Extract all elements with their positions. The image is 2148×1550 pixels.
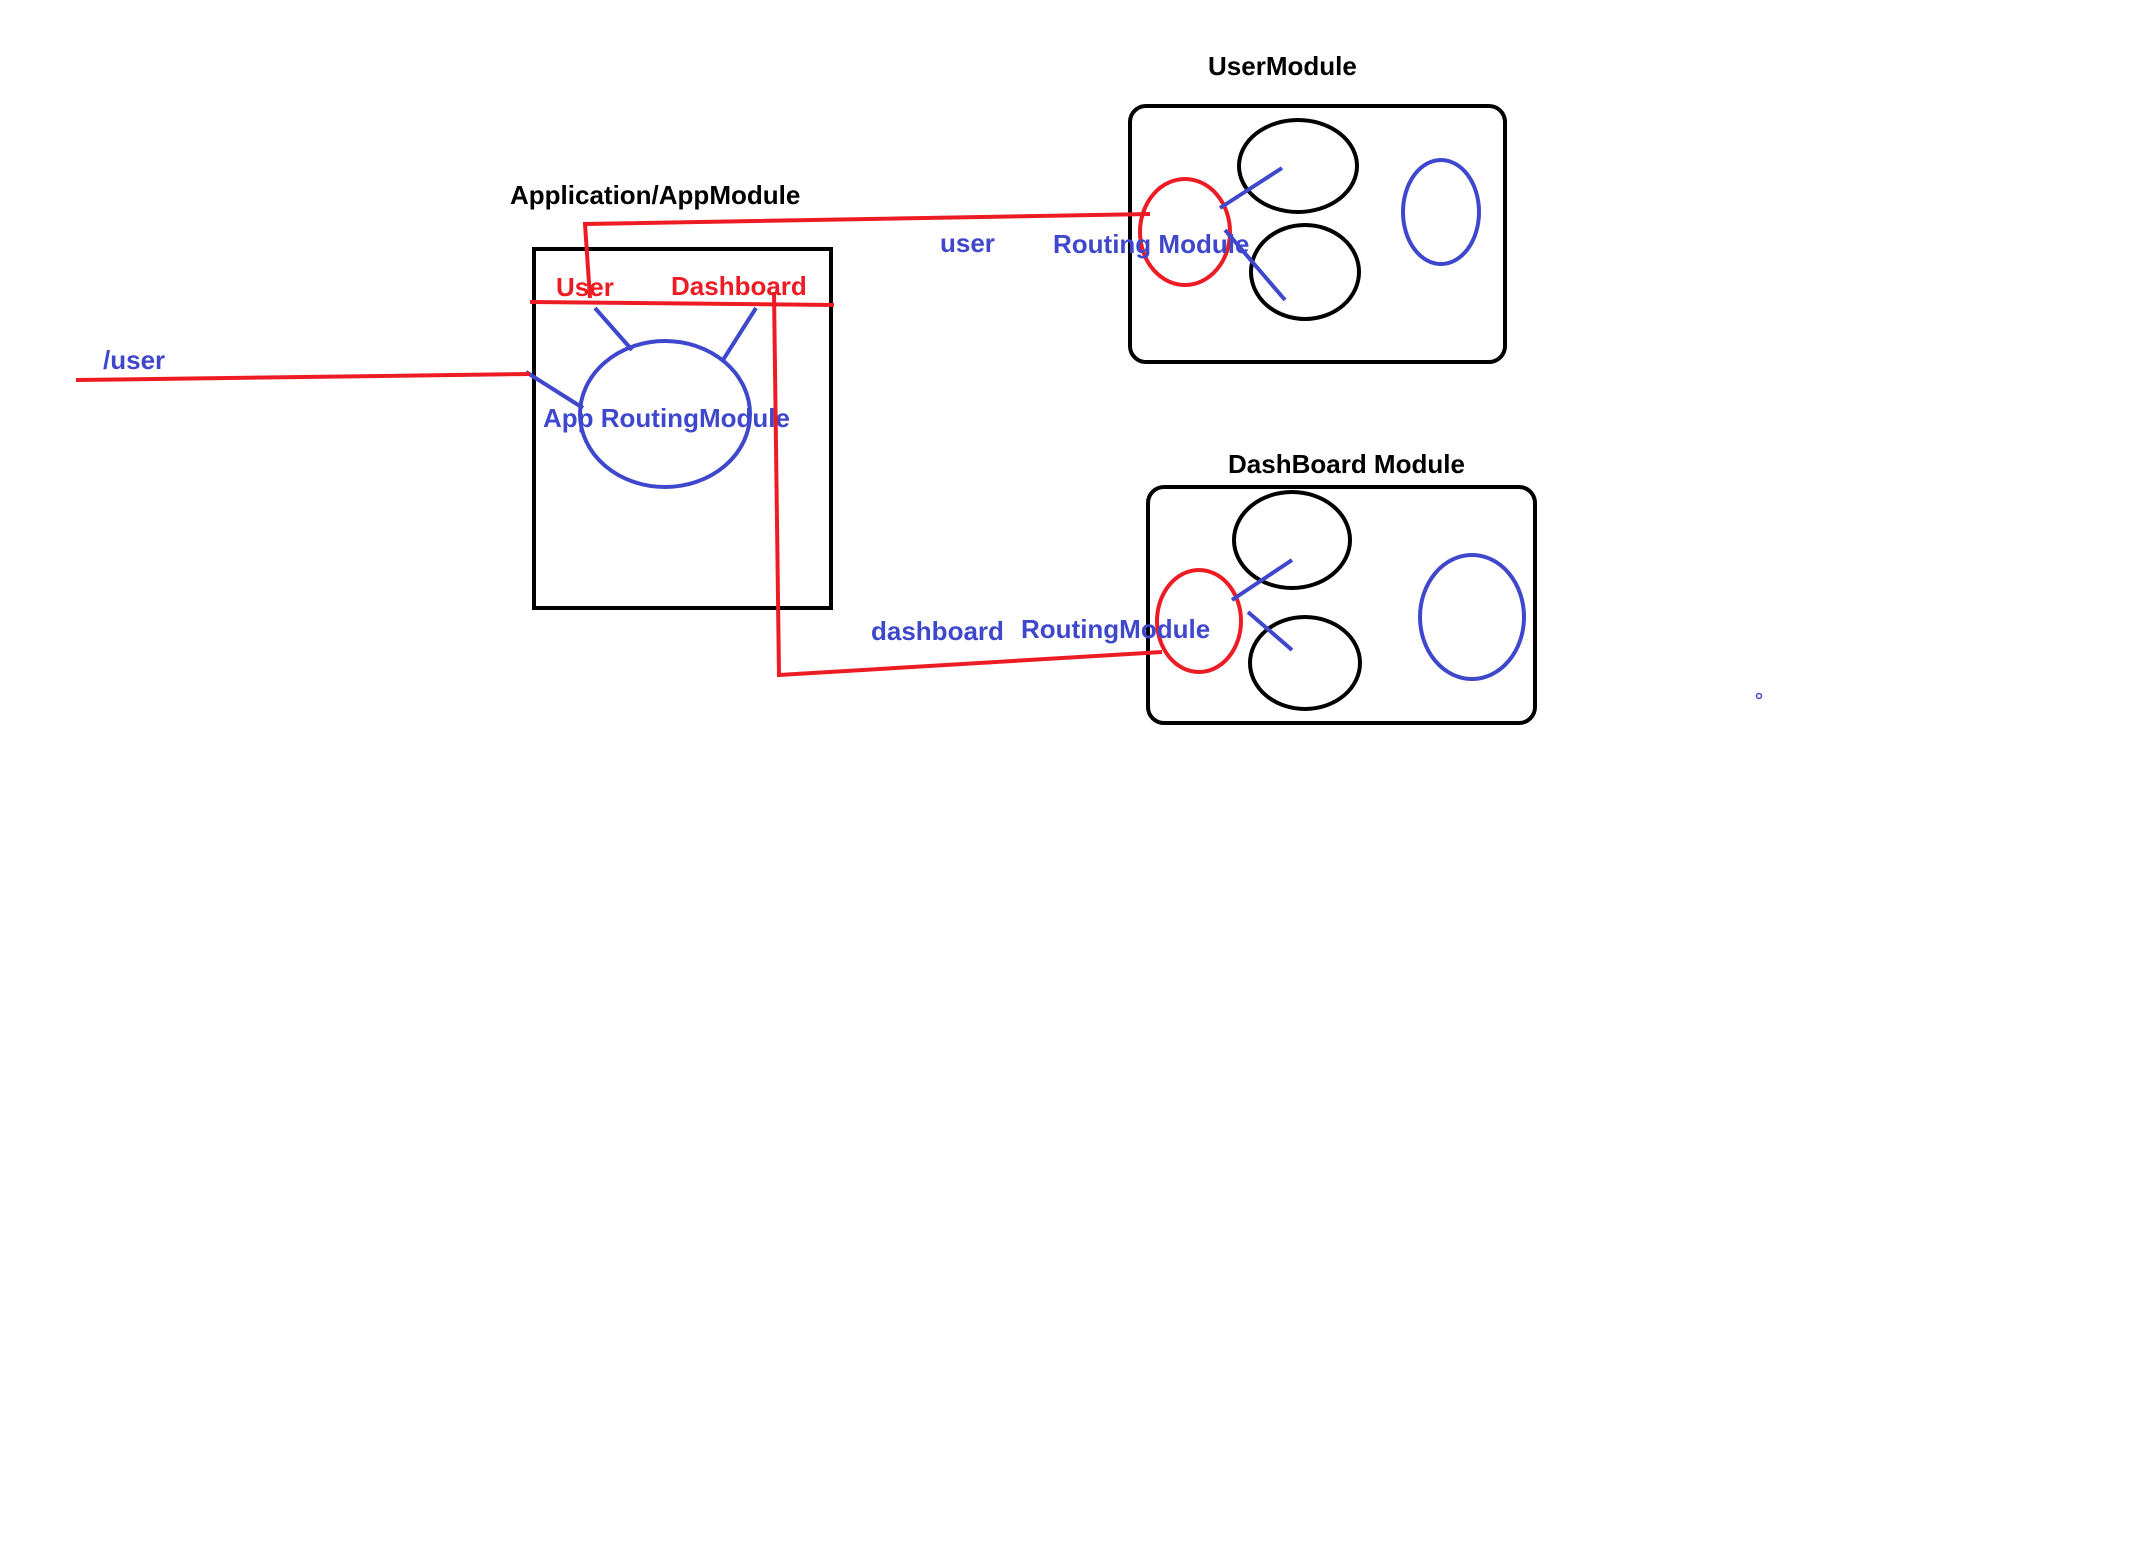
app-tab-dashboard: Dashboard (671, 271, 807, 301)
dashboard-module-box (1146, 485, 1537, 725)
user-module-box (1128, 104, 1507, 364)
route-user-line (75, 372, 531, 382)
user-module: UserModule user Routing Module (940, 51, 1507, 364)
dashboard-routing-connector-2 (1246, 610, 1294, 652)
dashboard-route-label: dashboard (871, 616, 1004, 646)
user-component-ellipse-1 (1237, 118, 1359, 214)
dashboard-service-ellipse (1418, 553, 1526, 681)
user-routing-connector-1 (1218, 166, 1284, 210)
app-module-header-divider (529, 300, 835, 307)
user-routing-module-label: Routing Module (1053, 229, 1249, 259)
app-routing-module-ellipse (578, 339, 752, 489)
app-module-box (532, 247, 833, 610)
dashboard-routing-module-ellipse (1155, 568, 1243, 674)
app-tab-user: User (556, 272, 614, 302)
connector-routing-to-user (593, 306, 634, 352)
user-route-label: user (940, 228, 995, 258)
app-module-title: Application/AppModule (510, 180, 800, 210)
user-module-title: UserModule (1208, 51, 1357, 81)
user-routing-module-ellipse (1138, 177, 1232, 287)
dashboard-module: DashBoard Module dashboard RoutingModule (871, 449, 1537, 725)
dashboard-component-ellipse-1 (1232, 490, 1352, 590)
user-component-ellipse-2 (1249, 223, 1361, 321)
dashboard-routing-connector-1 (1230, 558, 1294, 602)
app-routing-module-label: App RoutingModule (543, 403, 790, 433)
connector-routing-to-dashboard (721, 306, 758, 362)
user-service-ellipse (1401, 158, 1481, 266)
dashboard-routing-module-label: RoutingModule (1021, 614, 1210, 644)
dashboard-module-title: DashBoard Module (1228, 449, 1465, 479)
stray-dot (1755, 692, 1763, 700)
route-user-path-label: /user (103, 345, 165, 375)
dashboard-component-ellipse-2 (1248, 615, 1362, 711)
route-connector-user-module (582, 212, 1151, 299)
app-module: Application/AppModule User Dashboard App… (510, 180, 835, 610)
user-routing-connector-2 (1223, 228, 1287, 302)
route-connector-dashboard-module (772, 291, 1163, 678)
connector-route-to-routing (524, 370, 585, 410)
